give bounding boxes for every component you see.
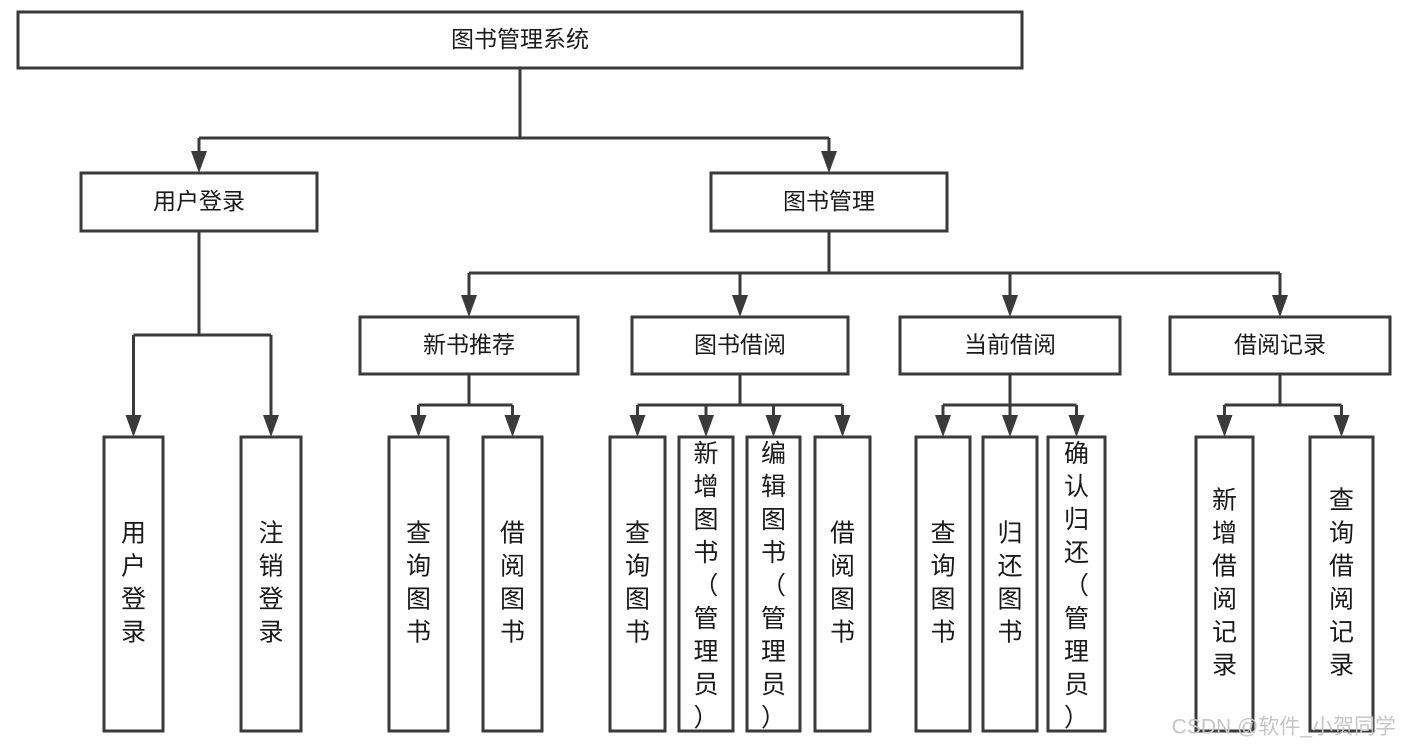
node-leaf-user-login[interactable]: 用户登录	[102, 435, 165, 733]
node-user-login-rect[interactable]	[79, 171, 319, 233]
node-leaf-user-logout-rect[interactable]	[239, 435, 303, 733]
node-leaf-query-book-2-label: 查询图书	[625, 519, 650, 646]
node-leaf-query-book-1-rect[interactable]	[387, 435, 450, 733]
node-leaf-add-record-label: 新增借阅记录	[1212, 486, 1237, 679]
node-leaf-query-record-rect[interactable]	[1308, 435, 1375, 733]
node-borrow-record[interactable]: 借阅记录	[1168, 315, 1392, 376]
user-login-to-leaves-arrow-1	[263, 415, 279, 437]
node-leaf-user-logout-label: 注销登录	[258, 519, 283, 646]
book-manage-to-level3-arrow-0	[461, 295, 477, 317]
node-borrow-record-label: 借阅记录	[1234, 332, 1326, 358]
node-book-borrow-label: 图书借阅	[694, 332, 786, 358]
node-leaf-borrow-book-1-label: 借阅图书	[500, 519, 525, 646]
node-book-manage[interactable]: 图书管理	[709, 171, 949, 233]
root-to-level2-arrow-0	[191, 151, 207, 173]
node-leaf-user-login-label: 用户登录	[121, 519, 146, 646]
node-root-book-management-system-rect[interactable]	[16, 10, 1024, 70]
root-to-level2-arrow-1	[821, 151, 837, 173]
node-leaf-query-book-1-label: 查询图书	[406, 519, 431, 646]
level3-current-borrow-to-leaves-arrow-2	[1068, 415, 1085, 437]
node-leaf-confirm-return-rect[interactable]	[1046, 435, 1107, 733]
book-manage-to-level3-arrow-2	[1002, 295, 1018, 317]
node-leaf-user-logout[interactable]: 注销登录	[239, 435, 303, 733]
node-leaf-user-login-rect[interactable]	[102, 435, 165, 733]
node-user-login[interactable]: 用户登录	[79, 171, 319, 233]
node-leaf-query-book-3-rect[interactable]	[914, 435, 972, 733]
node-current-borrow-rect[interactable]	[898, 315, 1122, 376]
level3-book-borrow-to-leaves-arrow-3	[834, 415, 851, 437]
level3-current-borrow-to-leaves-arrow-0	[935, 415, 951, 437]
level3-borrow-record-to-leaves-arrow-0	[1216, 415, 1233, 437]
node-leaf-add-book-label: 新增图书（管理员）	[693, 440, 718, 732]
level3-book-borrow-to-leaves-arrow-0	[629, 415, 646, 437]
level3-current-borrow-to-leaves-arrow-1	[1002, 415, 1018, 437]
level3-new-book-rec-to-leaves-arrow-0	[410, 415, 427, 437]
node-leaf-confirm-return[interactable]: 确认归还（管理员）	[1046, 435, 1107, 733]
node-leaf-add-book-rect[interactable]	[677, 435, 735, 733]
node-leaf-confirm-return-label: 确认归还（管理员）	[1064, 440, 1089, 732]
connectors-layer	[125, 68, 1350, 437]
node-leaf-query-book-2[interactable]: 查询图书	[608, 435, 667, 733]
book-manage-to-level3-arrow-3	[1272, 295, 1288, 317]
node-borrow-record-rect[interactable]	[1168, 315, 1392, 376]
node-leaf-query-book-3-label: 查询图书	[930, 519, 955, 646]
node-current-borrow[interactable]: 当前借阅	[898, 315, 1122, 376]
node-leaf-query-book-1[interactable]: 查询图书	[387, 435, 450, 733]
node-leaf-edit-book-rect[interactable]	[745, 435, 802, 733]
node-new-book-rec-label: 新书推荐	[423, 332, 515, 358]
node-new-book-rec[interactable]: 新书推荐	[358, 315, 580, 376]
level3-borrow-record-to-leaves-arrow-1	[1333, 415, 1350, 437]
node-leaf-borrow-book-2-rect[interactable]	[813, 435, 872, 733]
node-root-book-management-system-label: 图书管理系统	[451, 26, 589, 52]
user-login-to-leaves-arrow-0	[125, 415, 142, 437]
node-leaf-edit-book[interactable]: 编辑图书（管理员）	[745, 435, 802, 733]
node-leaf-borrow-book-1[interactable]: 借阅图书	[481, 435, 544, 733]
node-leaf-return-book[interactable]: 归还图书	[981, 435, 1039, 733]
node-leaf-add-record-rect[interactable]	[1194, 435, 1255, 733]
book-manage-to-level3-arrow-1	[732, 295, 748, 317]
node-new-book-rec-rect[interactable]	[358, 315, 580, 376]
node-book-manage-label: 图书管理	[783, 188, 875, 214]
node-book-borrow[interactable]: 图书借阅	[630, 315, 850, 376]
node-leaf-add-record[interactable]: 新增借阅记录	[1194, 435, 1255, 733]
node-leaf-borrow-book-1-rect[interactable]	[481, 435, 544, 733]
node-leaf-borrow-book-2[interactable]: 借阅图书	[813, 435, 872, 733]
node-leaf-return-book-label: 归还图书	[997, 519, 1022, 646]
node-user-login-label: 用户登录	[153, 188, 245, 214]
nodes-layer: 图书管理系统用户登录图书管理新书推荐图书借阅当前借阅借阅记录用户登录注销登录查询…	[16, 10, 1392, 733]
node-leaf-borrow-book-2-label: 借阅图书	[830, 519, 855, 646]
node-leaf-query-book-3[interactable]: 查询图书	[914, 435, 972, 733]
level3-book-borrow-to-leaves-arrow-1	[698, 415, 714, 437]
node-leaf-query-record[interactable]: 查询借阅记录	[1308, 435, 1375, 733]
node-book-manage-rect[interactable]	[709, 171, 949, 233]
node-leaf-query-book-2-rect[interactable]	[608, 435, 667, 733]
csdn-watermark: CSDN @软件_小贺同学	[1172, 716, 1396, 739]
level3-book-borrow-to-leaves-arrow-2	[765, 415, 782, 437]
node-root-book-management-system[interactable]: 图书管理系统	[16, 10, 1024, 70]
node-current-borrow-label: 当前借阅	[964, 332, 1056, 358]
node-leaf-query-record-label: 查询借阅记录	[1329, 486, 1354, 679]
node-leaf-add-book[interactable]: 新增图书（管理员）	[677, 435, 735, 733]
level3-new-book-rec-to-leaves-arrow-1	[504, 415, 521, 437]
node-leaf-return-book-rect[interactable]	[981, 435, 1039, 733]
node-book-borrow-rect[interactable]	[630, 315, 850, 376]
node-leaf-edit-book-label: 编辑图书（管理员）	[761, 440, 786, 732]
